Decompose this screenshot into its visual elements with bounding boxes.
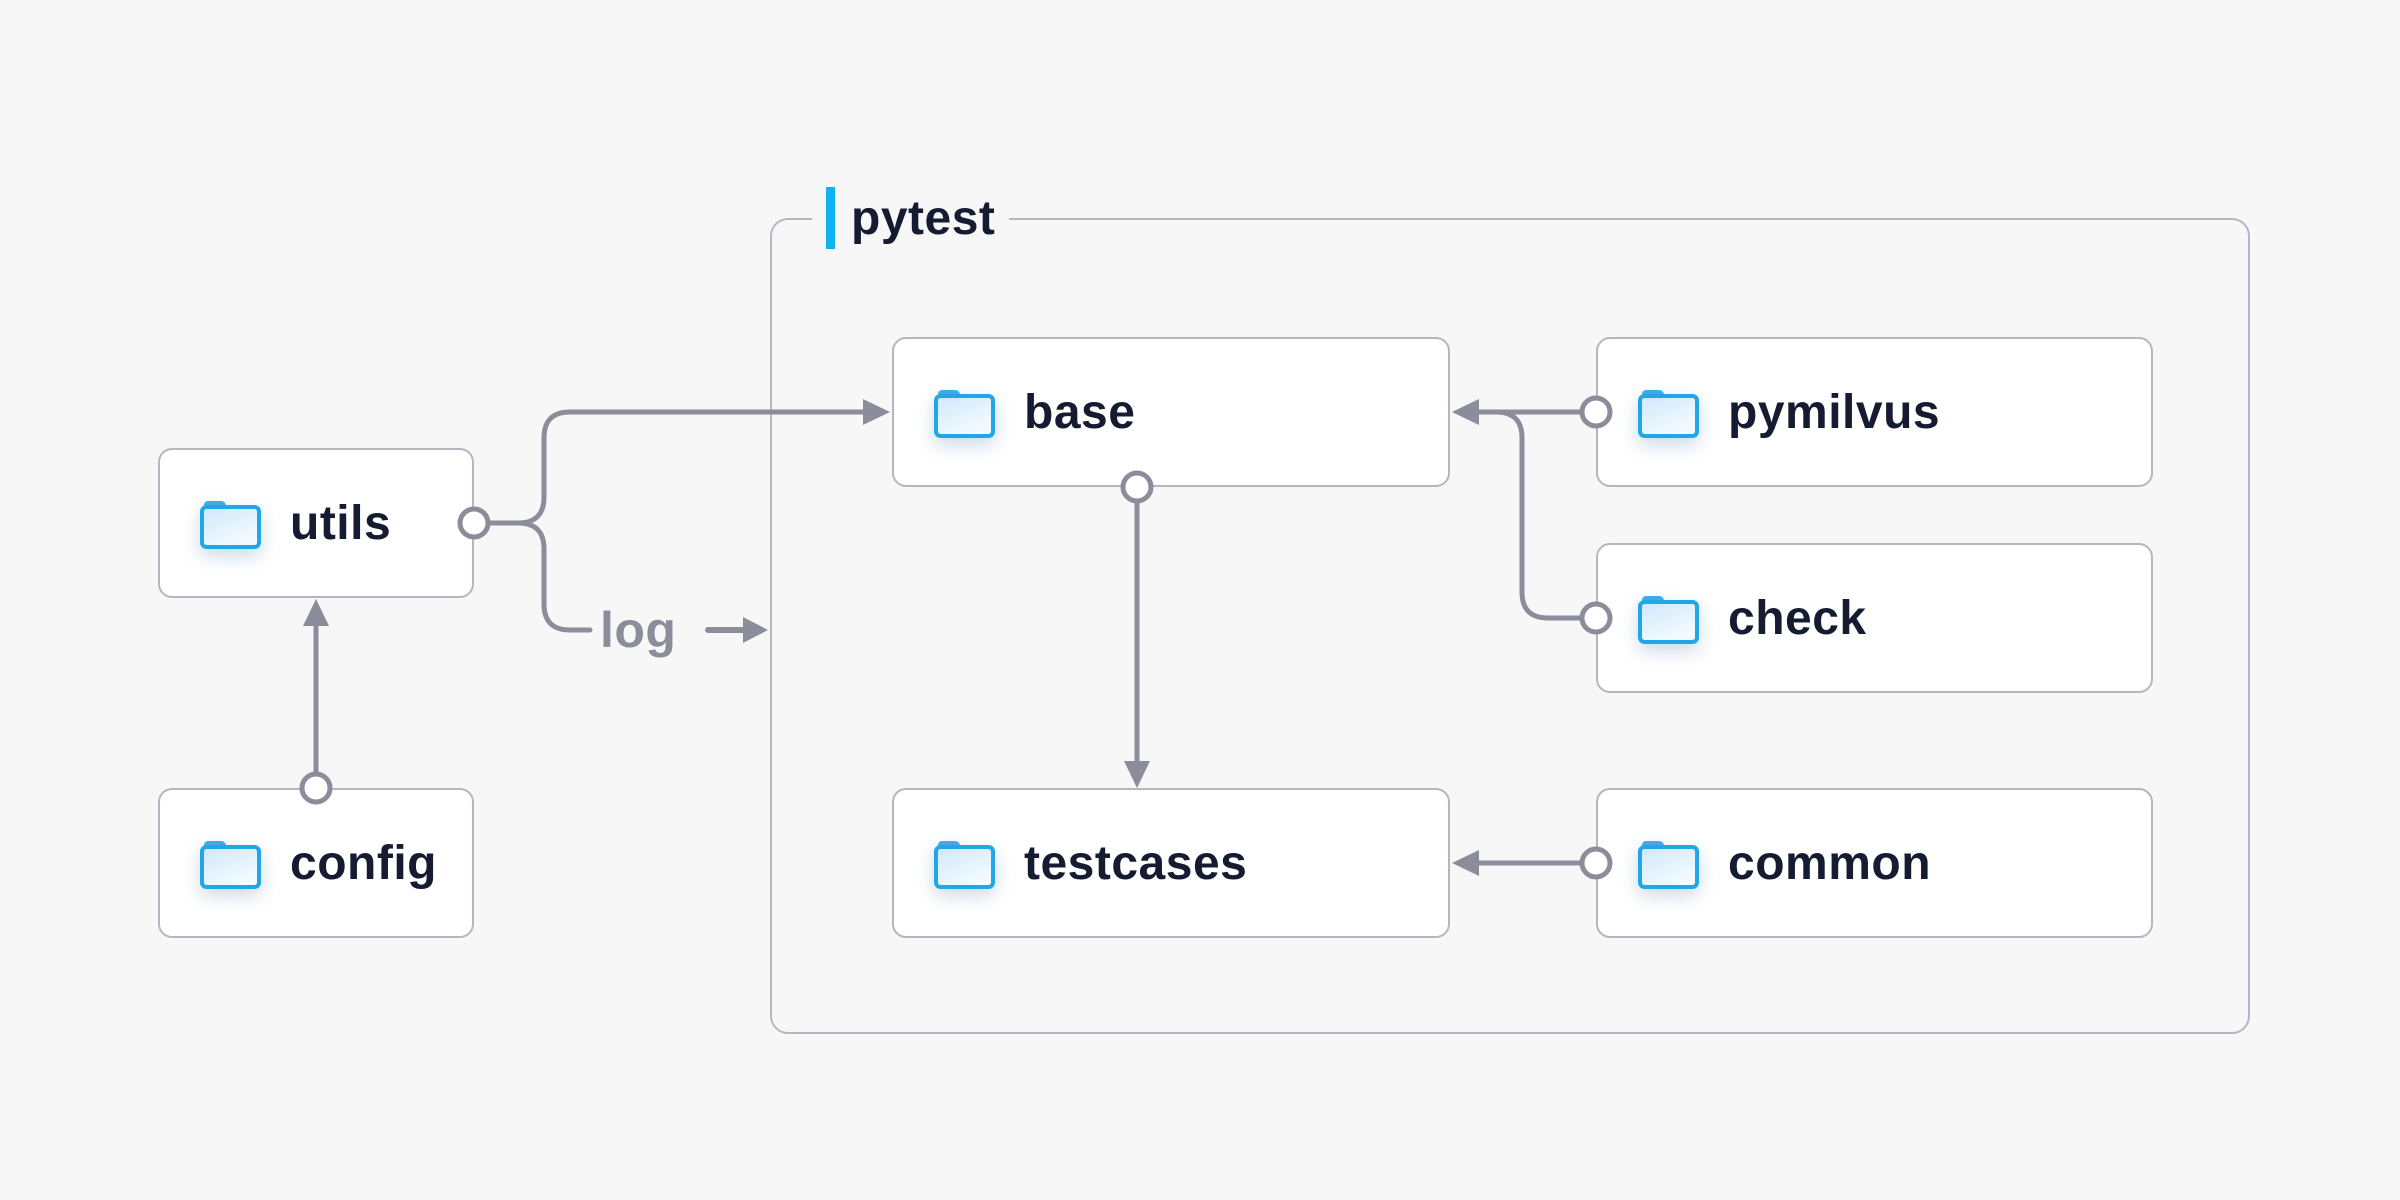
node-label: base [1024,385,1136,439]
folder-icon [200,841,261,889]
folder-icon [1638,841,1699,889]
folder-icon [1638,596,1699,644]
edge-label-log: log [600,602,677,658]
node-label: common [1728,836,1932,890]
node-pymilvus: pymilvus [1596,337,2153,487]
node-base: base [892,337,1450,487]
edge-config-utils [299,599,333,805]
folder-icon [1638,389,1699,438]
group-pytest-label: pytest [812,186,1010,250]
folder-icon [934,389,995,438]
node-check: check [1596,543,2153,693]
node-testcases: testcases [892,788,1450,938]
folder-icon [934,841,995,889]
node-label: config [290,836,437,890]
node-label: testcases [1024,836,1248,890]
group-pytest: pytest [770,186,2250,1034]
accent-bar-icon [826,187,835,249]
node-label: check [1728,591,1867,645]
node-label: utils [290,496,392,550]
node-utils: utils [158,448,474,598]
folder-icon [200,500,261,549]
node-label: pymilvus [1728,385,1941,439]
group-title: pytest [851,191,996,245]
node-config: config [158,788,474,938]
node-common: common [1596,788,2153,938]
